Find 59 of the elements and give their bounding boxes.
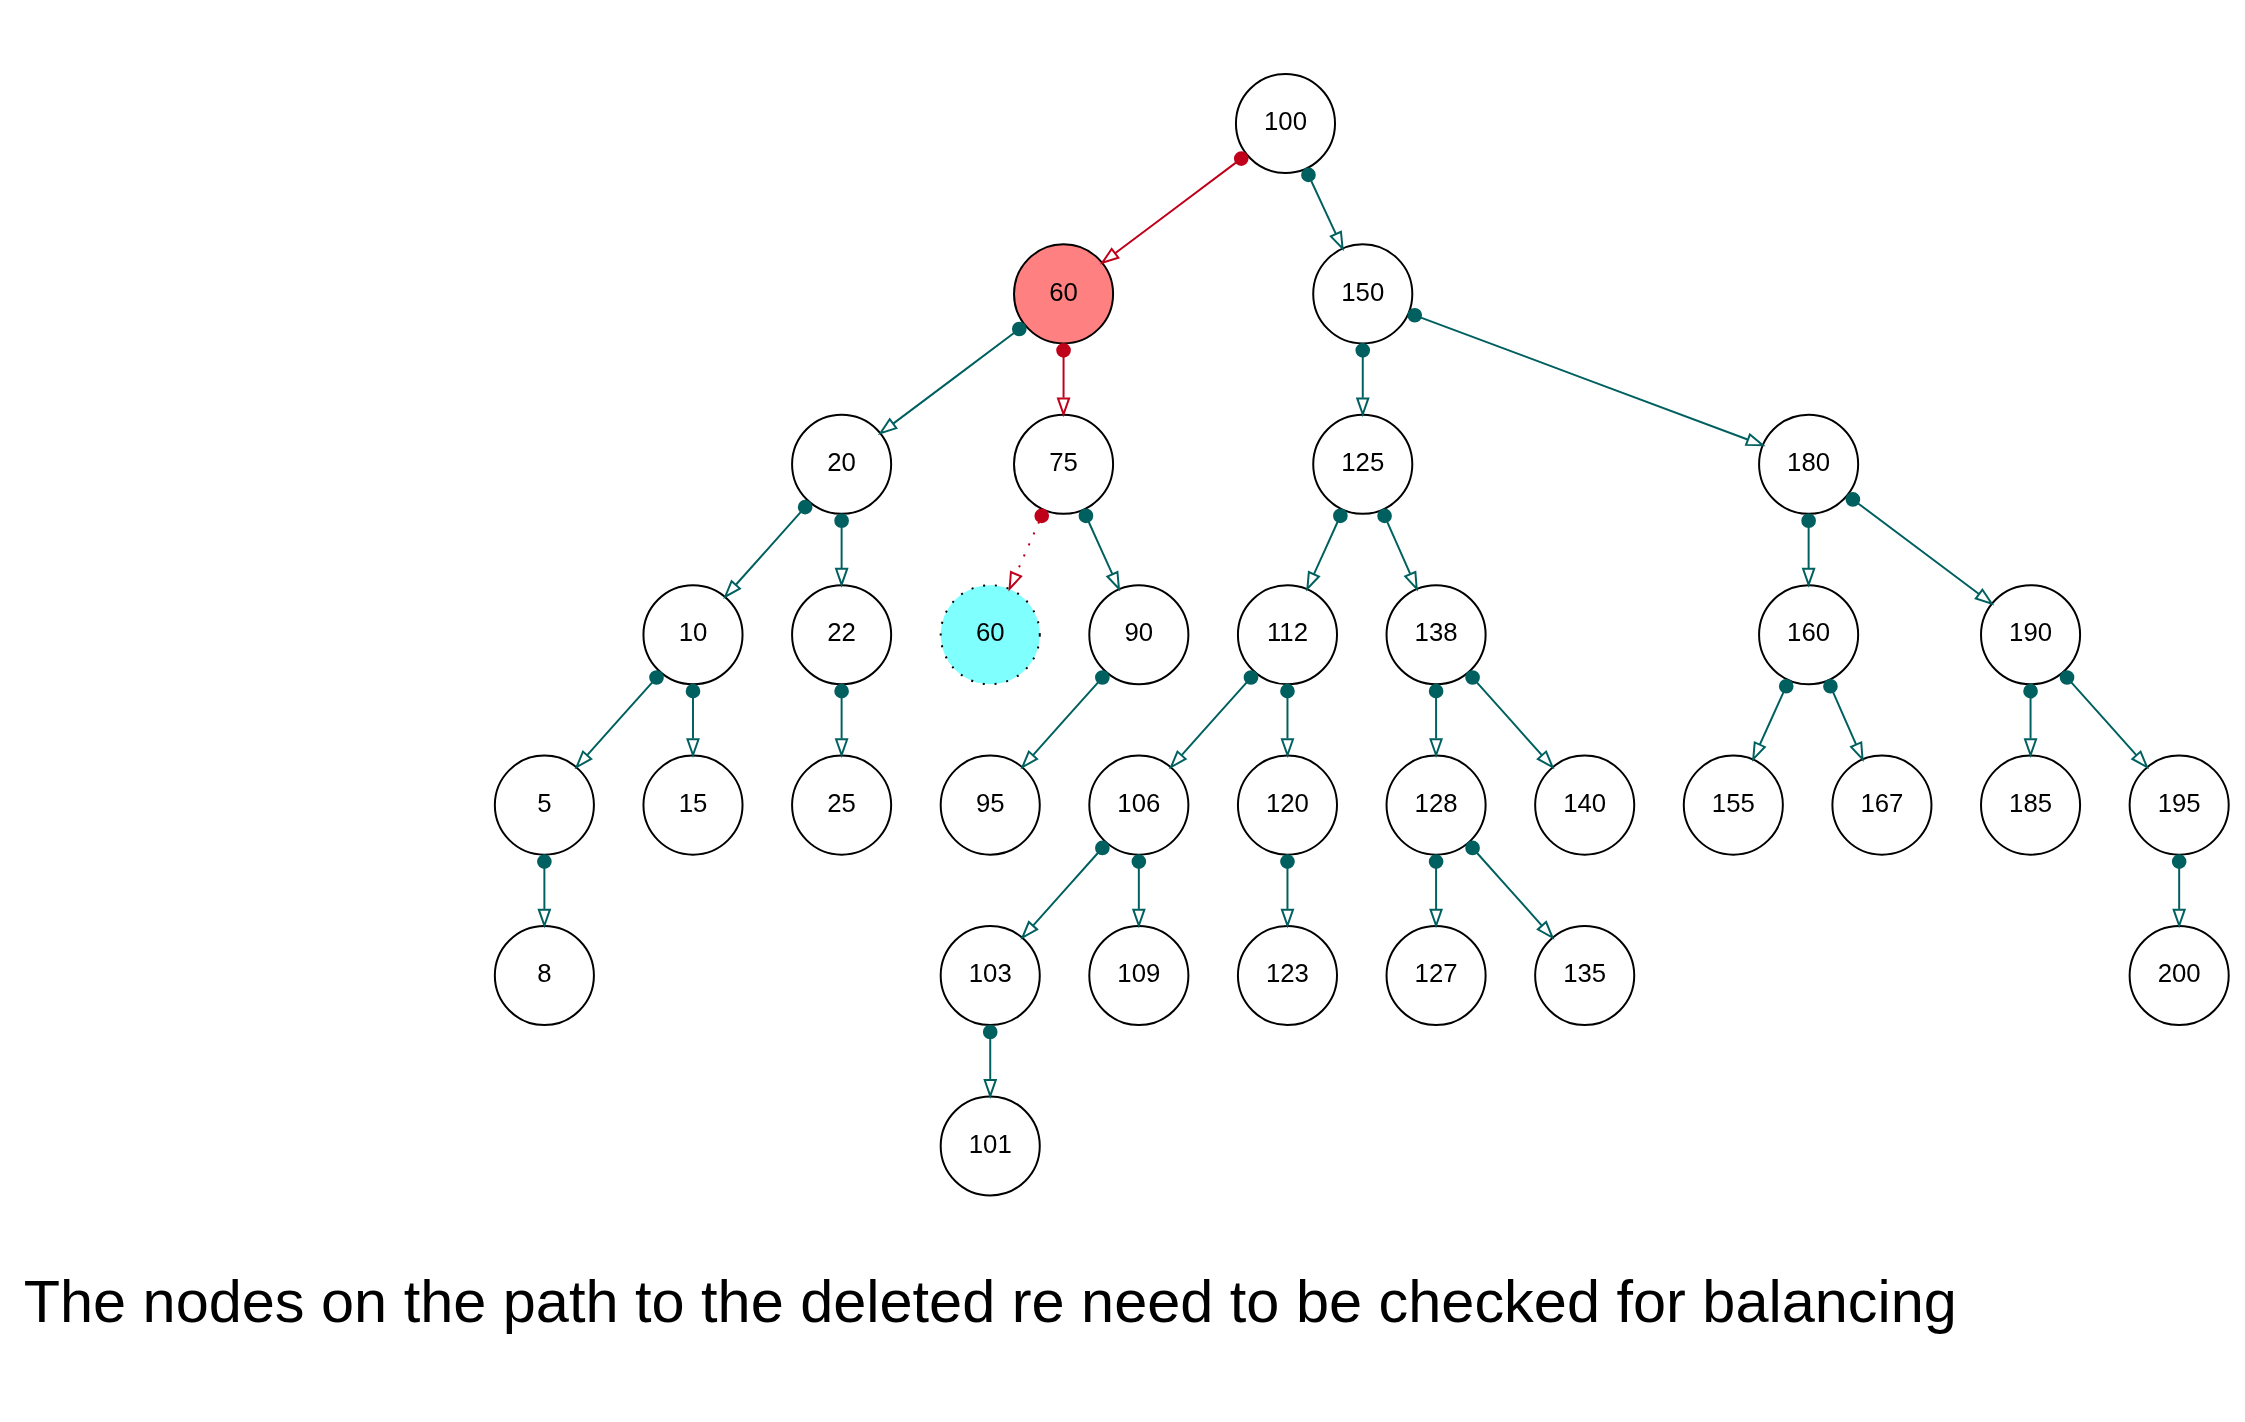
- arrow: [1465, 670, 1555, 770]
- arrow: [723, 499, 813, 599]
- label: The nodes on the path to the deleted re need to be checked for balancing: [23, 1268, 1957, 1336]
- node-circle: 140: [1534, 754, 1636, 856]
- arrow: [1428, 854, 1444, 929]
- arrow: [2023, 683, 2038, 759]
- node-circle: 8: [493, 925, 595, 1027]
- node-circle: 5: [493, 754, 595, 856]
- node-circle: 160: [1758, 584, 1860, 686]
- arrow: [1099, 151, 1249, 265]
- arrow: [1465, 840, 1555, 940]
- arrow: [834, 513, 849, 588]
- arrow: [1020, 670, 1110, 770]
- arrow: [1845, 492, 1995, 606]
- node-circle: 95: [939, 754, 1041, 856]
- arrow: [685, 683, 701, 759]
- arrow: [1355, 343, 1371, 418]
- node-circle: 123: [1236, 925, 1338, 1027]
- node-circle: 185: [1980, 754, 2082, 856]
- arrow: [878, 321, 1027, 435]
- arrow: [1301, 167, 1344, 252]
- node-circle: 200: [2128, 925, 2230, 1027]
- arrow: [1428, 683, 1444, 759]
- arrow: [1407, 307, 1766, 447]
- arrow: [2171, 854, 2187, 929]
- node-circle: 103: [939, 925, 1041, 1027]
- arrow: [982, 1024, 998, 1099]
- node-circle: 135: [1534, 925, 1636, 1027]
- arrow: [1020, 840, 1110, 940]
- arrow: [1377, 508, 1418, 592]
- node-circle: 125: [1312, 413, 1414, 515]
- node-circle: 127: [1385, 925, 1487, 1027]
- arrow: [1801, 513, 1816, 588]
- node-circle: 15: [642, 754, 744, 856]
- arrow: [1823, 678, 1864, 762]
- arrow: [1078, 508, 1121, 592]
- arrow: [1306, 508, 1348, 592]
- arrow: [1280, 854, 1295, 929]
- node-circle: 22: [791, 584, 893, 686]
- node-circle: 60: [939, 584, 1041, 686]
- node-circle: 150: [1312, 243, 1414, 345]
- node-circle: 109: [1088, 925, 1190, 1027]
- node-circle: 101: [939, 1095, 1041, 1197]
- node-circle: 25: [791, 754, 893, 856]
- arrow: [1056, 343, 1071, 418]
- arrow: [537, 854, 552, 929]
- node-circle: 167: [1831, 754, 1933, 856]
- arrow: [1169, 670, 1259, 770]
- arrow: [574, 670, 664, 770]
- arrow: [834, 683, 849, 759]
- arrow: [1752, 678, 1794, 762]
- node-circle: 195: [2128, 754, 2230, 856]
- arrow: [1131, 854, 1147, 929]
- node-circle: 120: [1236, 754, 1338, 856]
- arrow: [1008, 508, 1050, 592]
- arrow: [1280, 683, 1295, 759]
- arrow: [2059, 670, 2149, 770]
- node-circle: 155: [1682, 754, 1784, 856]
- node-circle: 75: [1013, 413, 1115, 515]
